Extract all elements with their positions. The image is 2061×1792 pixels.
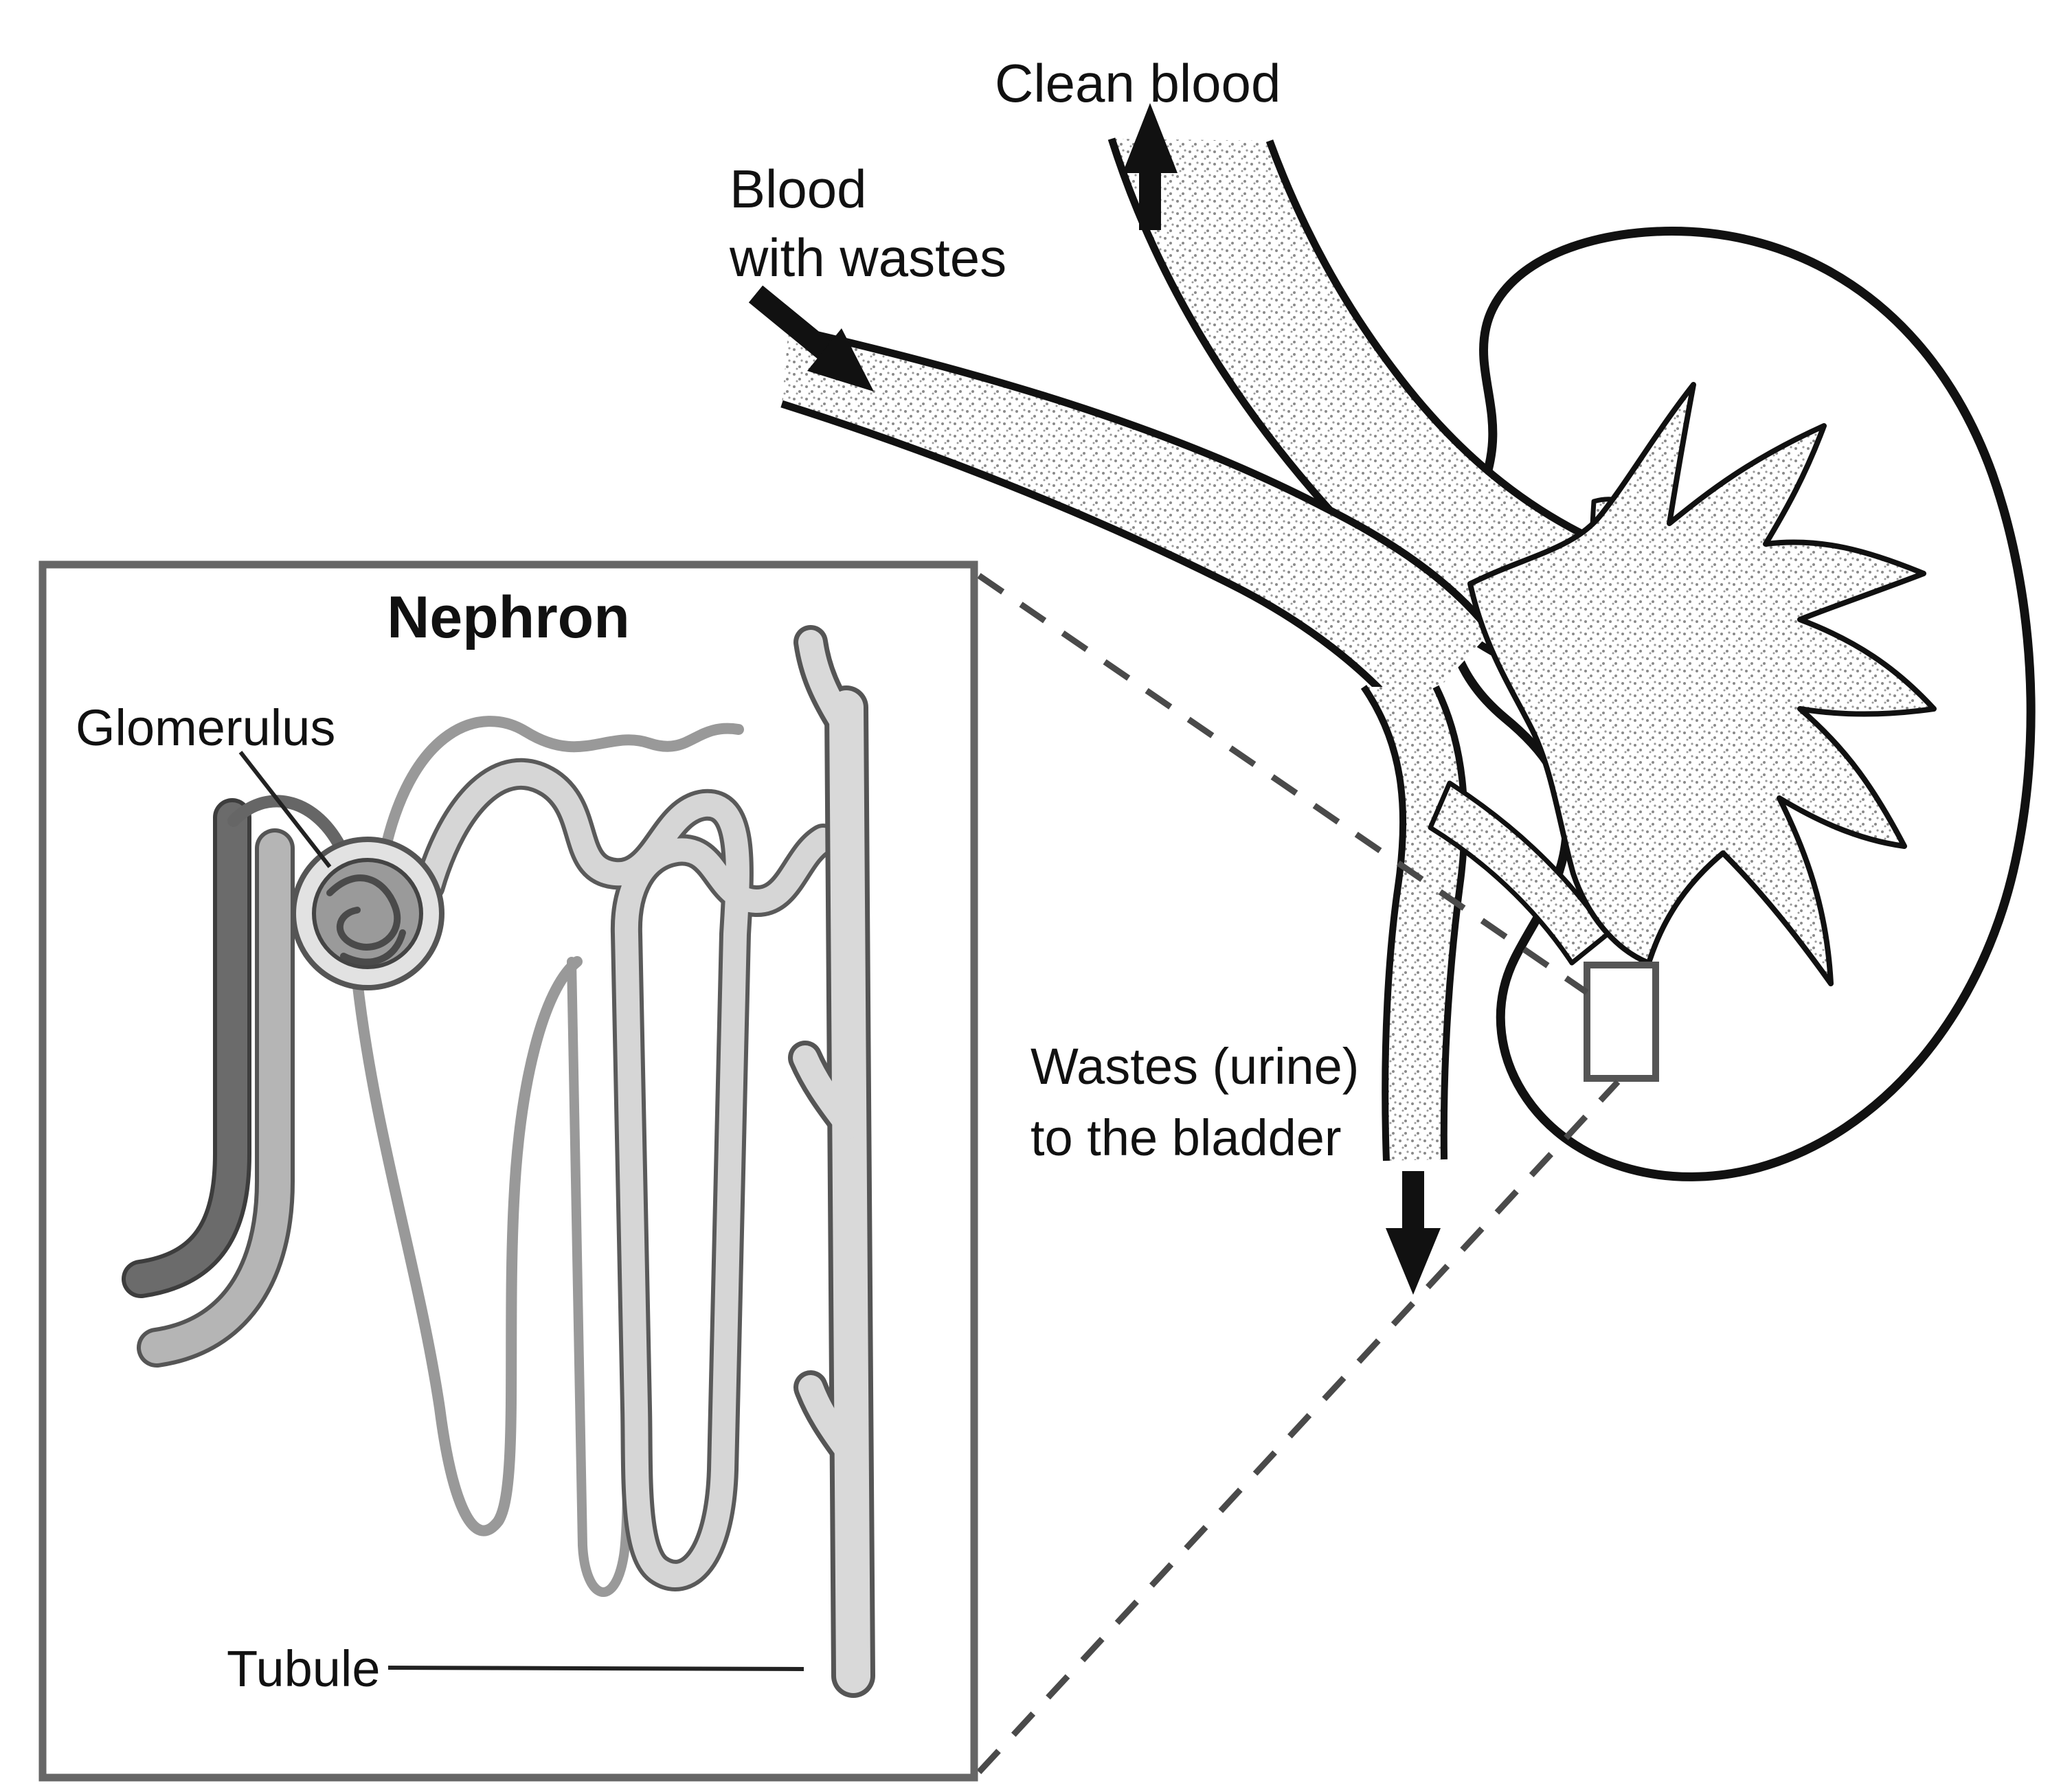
blood-with-wastes-label-line1: Blood <box>730 159 867 219</box>
renal-artery-edge-bottom <box>780 400 1412 724</box>
callout-line-top <box>977 573 1589 995</box>
nephron-drawing <box>122 625 875 1698</box>
duct-stub-top-fill <box>798 630 859 740</box>
inset-artery-tube-fill <box>126 802 247 1294</box>
wastes-label-line1: Wastes (urine) <box>1030 1038 1359 1095</box>
ureter-edge-left <box>1360 685 1407 1161</box>
ureter-vessel <box>1364 687 1465 1161</box>
capillary-strand-1 <box>352 956 583 1536</box>
glomerulus-pointer-line <box>238 751 332 868</box>
clean-blood-label: Clean blood <box>995 53 1281 113</box>
blood-with-wastes-label-line2: with wastes <box>729 227 1006 288</box>
clean-blood-arrow <box>1123 103 1178 230</box>
ureter-edge-right <box>1432 685 1468 1160</box>
glomerulus-label: Glomerulus <box>76 699 335 756</box>
duct-stub-low-fill <box>798 1375 864 1468</box>
glomerulus-squiggle-1 <box>326 874 401 951</box>
nephron-inset-title: Nephron <box>387 585 630 650</box>
tubule-label: Tubule <box>227 1640 381 1697</box>
urine-arrow <box>1386 1171 1441 1295</box>
duct-stub-mid-fill <box>793 1045 861 1139</box>
collecting-duct <box>788 625 875 1698</box>
callout-line-bottom <box>976 1079 1621 1775</box>
collecting-duct-fill <box>829 690 870 1693</box>
renal-artery-vessel <box>782 328 1491 721</box>
zoom-region-indicator <box>1584 962 1659 1082</box>
tubule-fill <box>418 762 835 1587</box>
blood-with-wastes-arrow <box>748 285 874 392</box>
tubule-pointer-line <box>387 1666 804 1671</box>
glomerulus-squiggle-2 <box>340 929 406 966</box>
renal-vein-clean-blood-vessel <box>1112 139 1601 677</box>
afferent-arteriole <box>227 795 346 852</box>
wastes-label-line2: to the bladder <box>1030 1109 1342 1166</box>
inset-vein-tube-fill <box>141 832 291 1363</box>
renal-calyx-branches <box>1467 382 1937 986</box>
renal-artery-edge-top <box>787 324 1494 635</box>
renal-artery-lower-branch <box>1428 780 1610 966</box>
capillary-strand-2 <box>379 716 744 857</box>
renal-vein-edge-right <box>1265 139 1603 547</box>
